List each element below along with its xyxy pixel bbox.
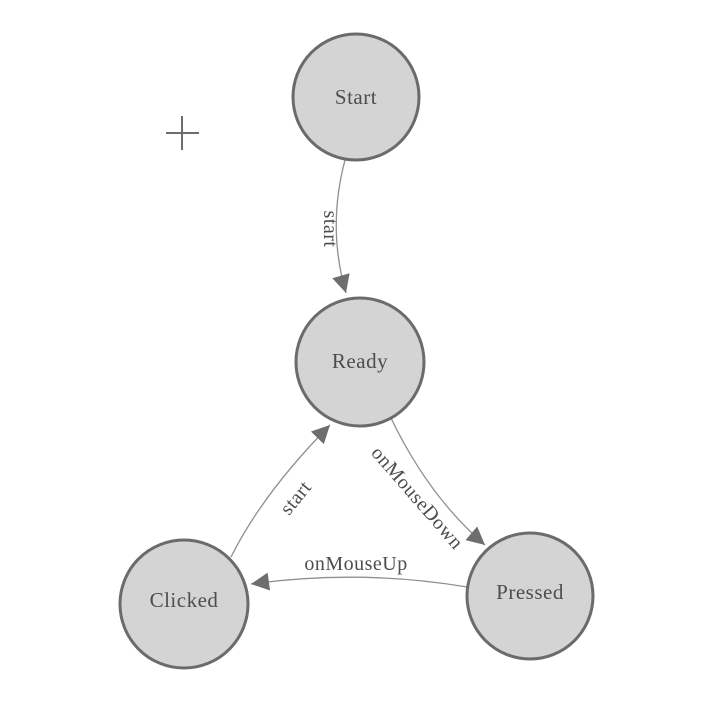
edge-label-start-to-ready: start bbox=[319, 211, 341, 248]
crosshair-icon bbox=[166, 116, 199, 150]
edge-pressed-to-clicked[interactable] bbox=[250, 572, 468, 591]
node-clicked[interactable]: Clicked bbox=[118, 538, 250, 670]
node-clicked-circle bbox=[118, 538, 250, 670]
node-ready-label: Ready bbox=[332, 349, 388, 373]
node-clicked-label: Clicked bbox=[150, 588, 219, 612]
edge-start-to-ready[interactable] bbox=[332, 159, 350, 294]
node-start-label: Start bbox=[335, 85, 377, 109]
edge-clicked-to-ready[interactable] bbox=[230, 424, 331, 558]
edge-ready-to-pressed[interactable] bbox=[389, 415, 486, 546]
edge-label-ready-to-pressed: onMouseDown bbox=[366, 442, 467, 554]
node-pressed-circle bbox=[465, 531, 595, 661]
node-pressed[interactable]: Pressed bbox=[465, 531, 595, 661]
edge-label-pressed-to-clicked: onMouseUp bbox=[304, 553, 407, 575]
node-start-circle bbox=[291, 32, 421, 162]
node-ready[interactable]: Ready bbox=[294, 296, 426, 428]
edge-label-clicked-to-ready: start bbox=[276, 477, 316, 520]
node-start[interactable]: Start bbox=[291, 32, 421, 162]
node-ready-circle bbox=[294, 296, 426, 428]
node-pressed-label: Pressed bbox=[496, 580, 564, 604]
